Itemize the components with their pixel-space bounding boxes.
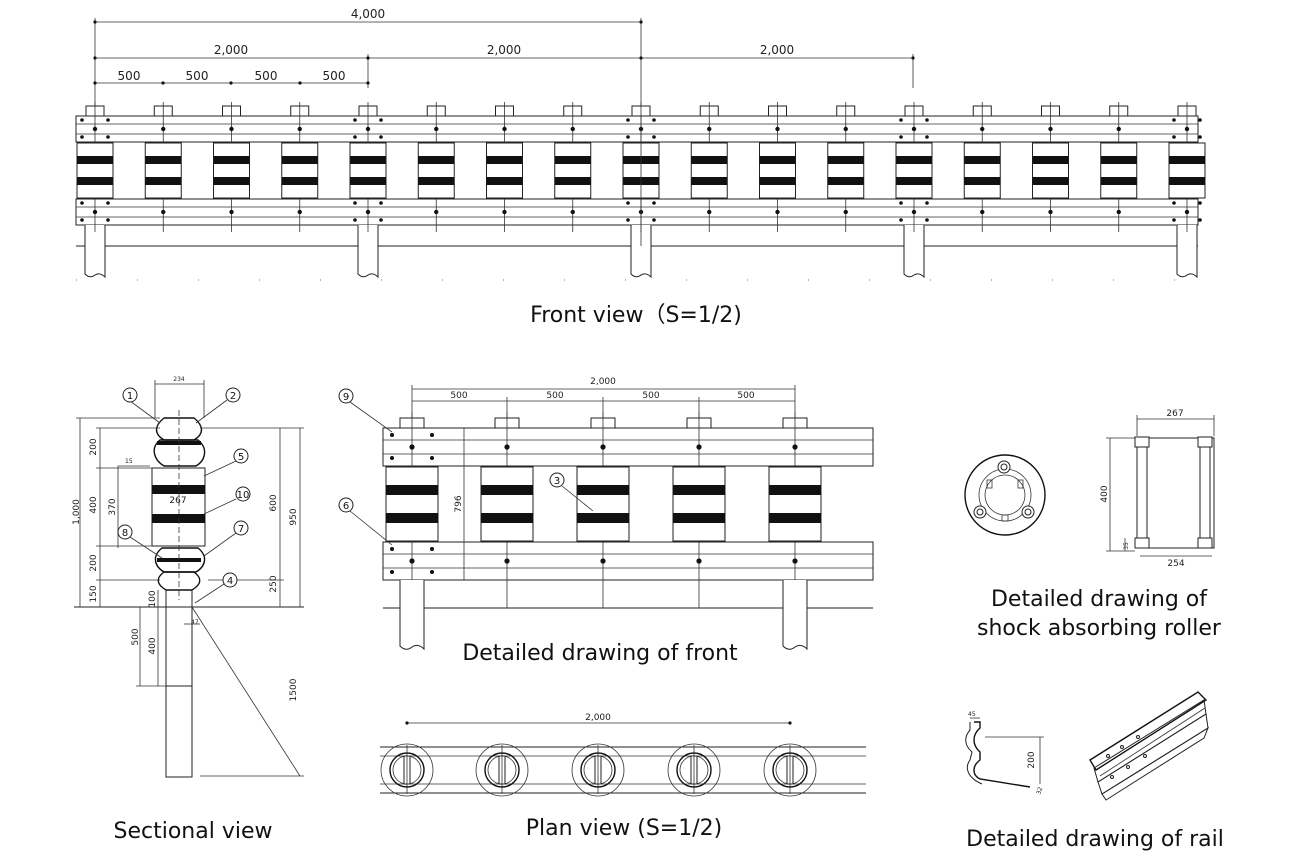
roller-dim-400: 400 xyxy=(1100,485,1110,502)
sec-callout-1: 2 xyxy=(230,391,236,402)
detail-roller xyxy=(768,412,822,651)
plan-roller xyxy=(667,743,721,797)
plan-roller xyxy=(475,743,529,797)
detail-callout-3: 3 xyxy=(554,476,560,487)
front-roller xyxy=(690,102,728,232)
plan-view: 2,000 Plan view (S=1/2) xyxy=(380,713,866,841)
plan-roller xyxy=(571,743,625,797)
detail-dim-500-1: 500 xyxy=(450,391,467,401)
front-roller xyxy=(554,102,592,232)
sec-callout-2: 1 xyxy=(127,391,133,402)
front-view-dimensions: 4,000 2,000 2,000 2,000 500 500 500 500 xyxy=(93,7,915,110)
dim-2000-c: 2,000 xyxy=(760,43,794,57)
sec-callout-8: 8 xyxy=(122,528,128,539)
sec-dim-200b: 200 xyxy=(89,554,99,571)
sec-dim-150: 150 xyxy=(89,585,99,602)
front-roller xyxy=(486,102,523,232)
sec-dim-500: 500 xyxy=(131,628,141,645)
front-post xyxy=(353,118,383,279)
plan-view-caption: Plan view (S=1/2) xyxy=(526,816,722,841)
front-roller xyxy=(827,102,865,232)
front-roller xyxy=(1032,102,1069,232)
detail-dim-500-2: 500 xyxy=(546,391,563,401)
sec-dim-400: 400 xyxy=(89,496,99,513)
detail-roller xyxy=(385,412,439,651)
front-roller xyxy=(349,102,387,232)
sec-dim-15: 15 xyxy=(125,458,133,465)
front-post xyxy=(1172,118,1202,279)
front-view-caption: Front view（S=1/2) xyxy=(530,303,742,328)
sec-dim-250: 250 xyxy=(269,575,279,592)
front-view-posts xyxy=(80,118,1202,279)
roller-dim-35: 35 xyxy=(1123,542,1130,550)
front-roller xyxy=(759,102,796,232)
roller-caption-line1: Detailed drawing of xyxy=(991,587,1208,612)
sec-dim-234: 234 xyxy=(173,376,185,383)
detail-roller xyxy=(576,412,630,608)
rail-caption: Detailed drawing of rail xyxy=(966,827,1224,852)
roller-caption-line2: shock absorbing roller xyxy=(977,616,1222,641)
front-roller xyxy=(1100,102,1138,232)
roller-dim-267: 267 xyxy=(1166,409,1183,419)
rail-dim-45: 45 xyxy=(968,711,976,718)
sec-callout-10: 10 xyxy=(237,490,250,501)
front-roller xyxy=(895,102,933,232)
sec-dim-47: 47 xyxy=(191,619,199,626)
detail-roller xyxy=(480,412,534,608)
detail-dim-500-3: 500 xyxy=(642,391,659,401)
sec-dim-400b: 400 xyxy=(148,637,158,654)
dim-500-3: 500 xyxy=(255,69,278,83)
front-post xyxy=(626,118,656,279)
sec-dim-1500: 1500 xyxy=(289,678,299,701)
front-post xyxy=(80,118,110,279)
front-view-rails xyxy=(75,115,1199,281)
sec-callout-7: 7 xyxy=(238,524,244,535)
dim-500-4: 500 xyxy=(323,69,346,83)
roller-detail: 267 400 35 254 Detailed drawing of shock… xyxy=(964,409,1222,641)
rail-detail: 45 200 32 Detailed drawing of rail xyxy=(965,691,1224,852)
front-roller xyxy=(76,102,114,232)
rail-dim-32: 32 xyxy=(1035,786,1044,796)
front-post xyxy=(899,118,929,279)
rail-dim-200: 200 xyxy=(1027,751,1037,768)
plan-roller xyxy=(763,743,817,797)
sectional-view: 234 1,000 200 400 200 150 370 15 267 100… xyxy=(72,376,304,844)
sec-dim-100: 100 xyxy=(148,590,158,607)
dim-4000: 4,000 xyxy=(351,7,385,21)
roller-dim-254: 254 xyxy=(1167,559,1184,569)
front-roller xyxy=(963,102,1001,232)
dim-500-2: 500 xyxy=(186,69,209,83)
detail-dim-2000: 2,000 xyxy=(590,377,616,387)
sec-callout-5: 5 xyxy=(238,452,244,463)
detail-dim-796: 796 xyxy=(454,495,464,512)
sec-dim-600: 600 xyxy=(269,494,279,511)
sec-callout-4: 4 xyxy=(227,576,233,587)
front-roller xyxy=(213,102,250,232)
detail-callout-9: 9 xyxy=(343,392,349,403)
sec-dim-950: 950 xyxy=(289,508,299,525)
detail-dim-500-4: 500 xyxy=(737,391,754,401)
plan-roller xyxy=(380,743,434,797)
sec-dim-1000: 1,000 xyxy=(72,499,82,525)
plan-dim-2000: 2,000 xyxy=(585,713,611,723)
sectional-view-caption: Sectional view xyxy=(114,819,273,844)
front-roller xyxy=(1168,102,1206,232)
dim-500-1: 500 xyxy=(118,69,141,83)
detail-front: 2,000 500 500 500 500 796 9 6 3 Detailed… xyxy=(338,377,874,666)
front-view-rollers xyxy=(76,102,1206,246)
sec-dim-267: 267 xyxy=(169,496,186,506)
front-roller xyxy=(281,102,319,232)
sec-dim-200a: 200 xyxy=(89,438,99,455)
detail-front-caption: Detailed drawing of front xyxy=(462,641,738,666)
detail-roller xyxy=(672,412,726,608)
front-roller xyxy=(144,102,182,232)
front-roller xyxy=(417,102,455,232)
dim-2000-a: 2,000 xyxy=(214,43,248,57)
dim-2000-b: 2,000 xyxy=(487,43,521,57)
sec-dim-370: 370 xyxy=(108,498,118,515)
front-view: 4,000 2,000 2,000 2,000 500 500 500 500 … xyxy=(75,7,1206,328)
detail-callout-6: 6 xyxy=(343,501,349,512)
